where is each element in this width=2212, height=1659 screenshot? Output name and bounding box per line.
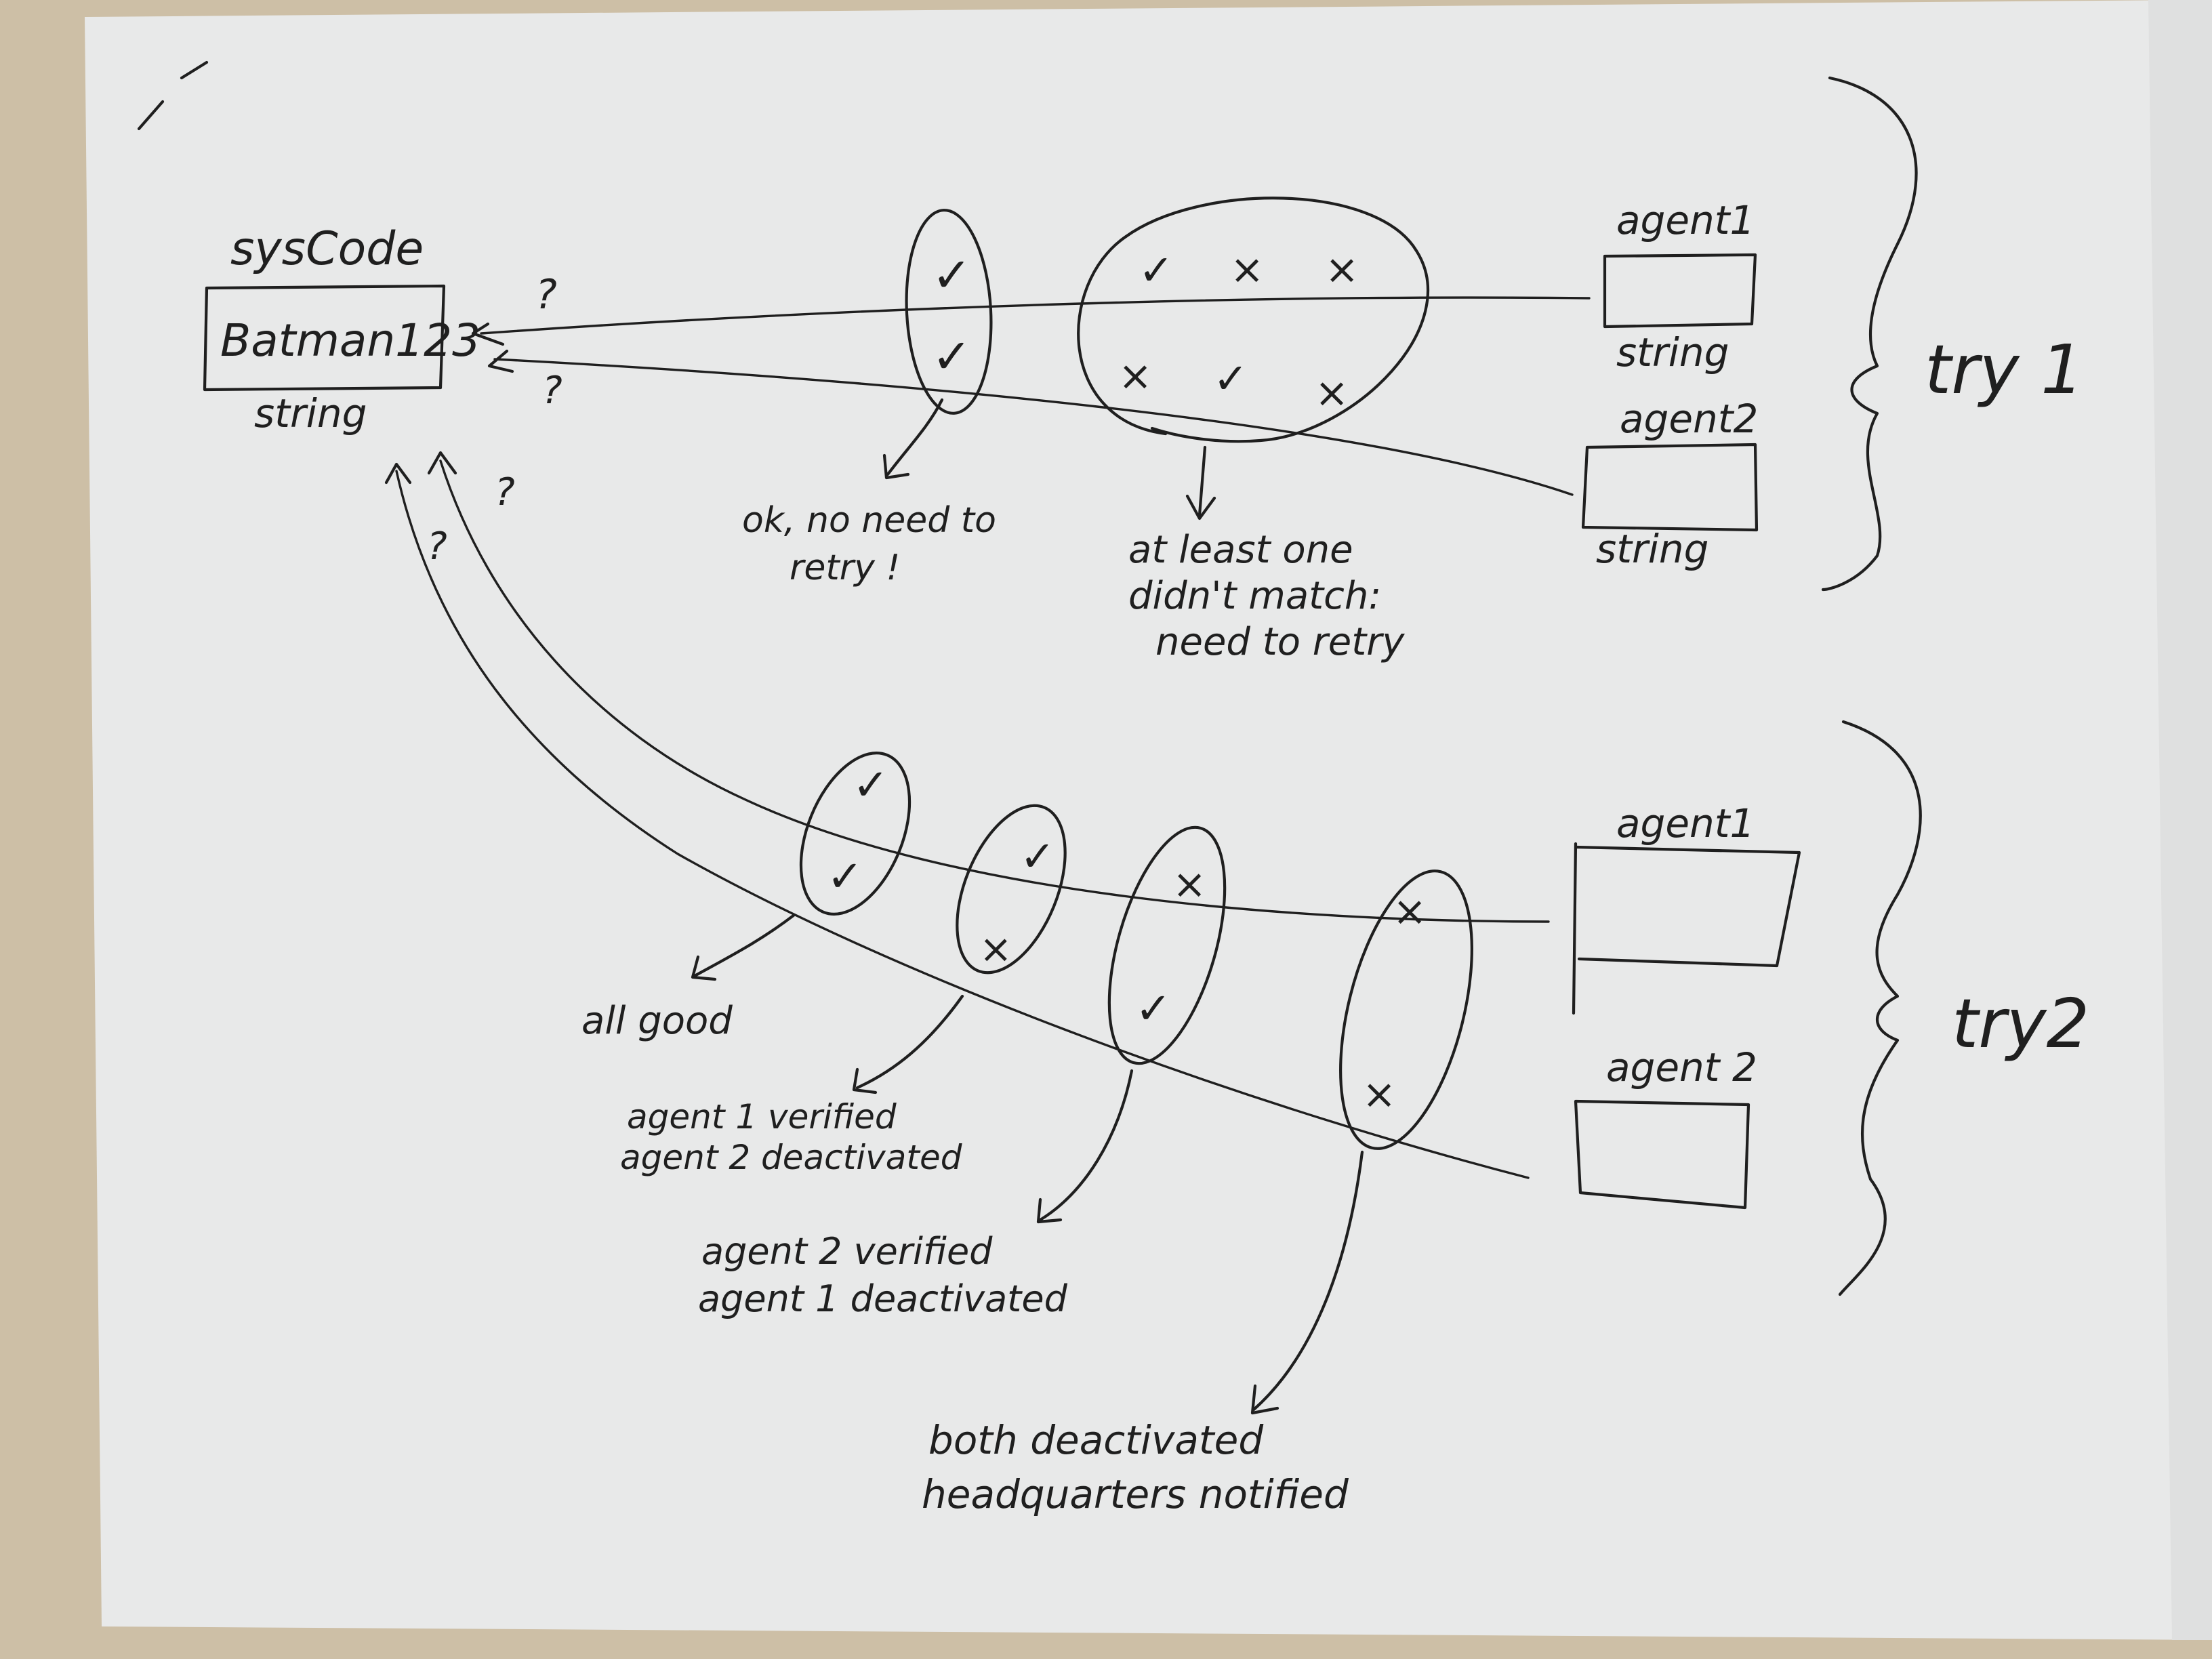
try2-label: try2 xyxy=(1952,984,2089,1063)
try2-case2-ellipse xyxy=(956,804,1067,975)
try2-case3-arrow xyxy=(1036,1069,1134,1224)
try1-arrowhead-2 xyxy=(487,349,514,373)
try2-agent1-line xyxy=(439,459,1550,923)
try1-fail-note-2: didn't match: xyxy=(1128,574,1381,618)
try2-case4-note-2: headquarters notified xyxy=(922,1471,1349,1517)
try1-agent2-type: string xyxy=(1596,526,1709,572)
try2-case1-mark-1: ✓ xyxy=(853,760,889,811)
try1-fail-ellipse xyxy=(1077,197,1430,443)
source-type: string xyxy=(254,390,367,436)
try1-fail-row1-mark-3: × xyxy=(1325,246,1359,293)
try1-fail-row2-mark-2: ✓ xyxy=(1213,354,1248,403)
try2-agent1-box-edge xyxy=(1572,842,1578,1015)
try1-query-mark-1: ? xyxy=(535,271,557,319)
try1-agent2-box xyxy=(1581,443,1759,532)
try1-brace xyxy=(1821,76,1918,592)
try1-fail-arrow xyxy=(1185,445,1216,520)
try1-query-mark-2: ? xyxy=(542,369,562,413)
stray-marks xyxy=(137,60,209,131)
try2-query-mark-1: ? xyxy=(495,470,515,514)
try2-query-mark-2: ? xyxy=(427,525,447,569)
try1-fail-row2-mark-3: × xyxy=(1315,369,1349,417)
try1-agent1-line xyxy=(480,296,1591,335)
try1-fail-row1-mark-1: ✓ xyxy=(1139,245,1174,295)
try2-agent1-label: agent1 xyxy=(1616,800,1755,846)
try1-agent2-line xyxy=(493,358,1574,496)
try2-agent2-line xyxy=(395,470,1530,1179)
try2-case4-mark-2: × xyxy=(1362,1071,1396,1118)
try2-case2-mark-1: ✓ xyxy=(1020,832,1055,881)
try1-ok-ellipse xyxy=(905,209,993,415)
try2-agent2-box xyxy=(1574,1099,1750,1210)
try1-fail-row2-mark-1: × xyxy=(1118,352,1152,400)
try2-case3-ellipse xyxy=(1107,825,1227,1065)
try2-agent1-box xyxy=(1574,845,1801,968)
try2-arrowhead-2 xyxy=(384,462,412,485)
try1-agent1-type: string xyxy=(1616,329,1729,375)
try1-agent1-label: agent1 xyxy=(1616,197,1755,243)
try1-ok-note-1: ok, no need to xyxy=(742,500,996,541)
try2-case3-note-2: agent 1 deactivated xyxy=(698,1277,1068,1320)
try2-case3-note-1: agent 2 verified xyxy=(701,1230,993,1273)
try1-ok-mark-2: ✓ xyxy=(932,329,972,384)
paper-shadow xyxy=(2148,0,2212,1640)
try2-case2-mark-2: × xyxy=(979,926,1012,972)
try2-case1-arrow xyxy=(691,913,796,981)
try1-fail-row1-mark-2: × xyxy=(1230,246,1264,293)
try2-case4-ellipse xyxy=(1339,869,1473,1150)
try2-case3-mark-2: ✓ xyxy=(1135,984,1172,1034)
try1-arrowhead-1 xyxy=(471,322,505,346)
try2-case3-mark-1: × xyxy=(1172,861,1206,908)
try1-agent2-label: agent2 xyxy=(1620,396,1758,442)
try1-ok-arrow xyxy=(882,398,944,480)
try1-label: try 1 xyxy=(1925,330,2084,409)
try2-case4-arrow xyxy=(1250,1150,1364,1415)
source-box xyxy=(203,284,446,392)
try1-fail-note-3: need to retry xyxy=(1155,620,1405,664)
try2-case1-note-1: all good xyxy=(581,999,733,1043)
try1-fail-note-1: at least one xyxy=(1128,528,1353,572)
try2-case1-mark-2: ✓ xyxy=(827,852,863,902)
source-value: Batman123 xyxy=(220,314,480,367)
try1-ok-mark-1: ✓ xyxy=(932,247,972,303)
try2-case2-note-2: agent 2 deactivated xyxy=(620,1138,962,1177)
try2-case4-mark-1: × xyxy=(1393,888,1427,935)
try1-ok-note-2: retry ! xyxy=(790,548,900,588)
paper-sheet xyxy=(85,0,2212,1640)
try2-agent2-label: agent 2 xyxy=(1606,1044,1757,1090)
try2-case2-note-1: agent 1 verified xyxy=(627,1097,897,1136)
try2-case2-arrow xyxy=(852,994,964,1094)
try2-brace xyxy=(1838,720,1922,1296)
try1-agent1-box xyxy=(1603,253,1757,329)
source-title: sysCode xyxy=(230,222,424,276)
try2-arrowhead-1 xyxy=(427,451,457,475)
try2-case1-ellipse xyxy=(799,752,912,916)
try2-case4-note-1: both deactivated xyxy=(928,1417,1264,1463)
